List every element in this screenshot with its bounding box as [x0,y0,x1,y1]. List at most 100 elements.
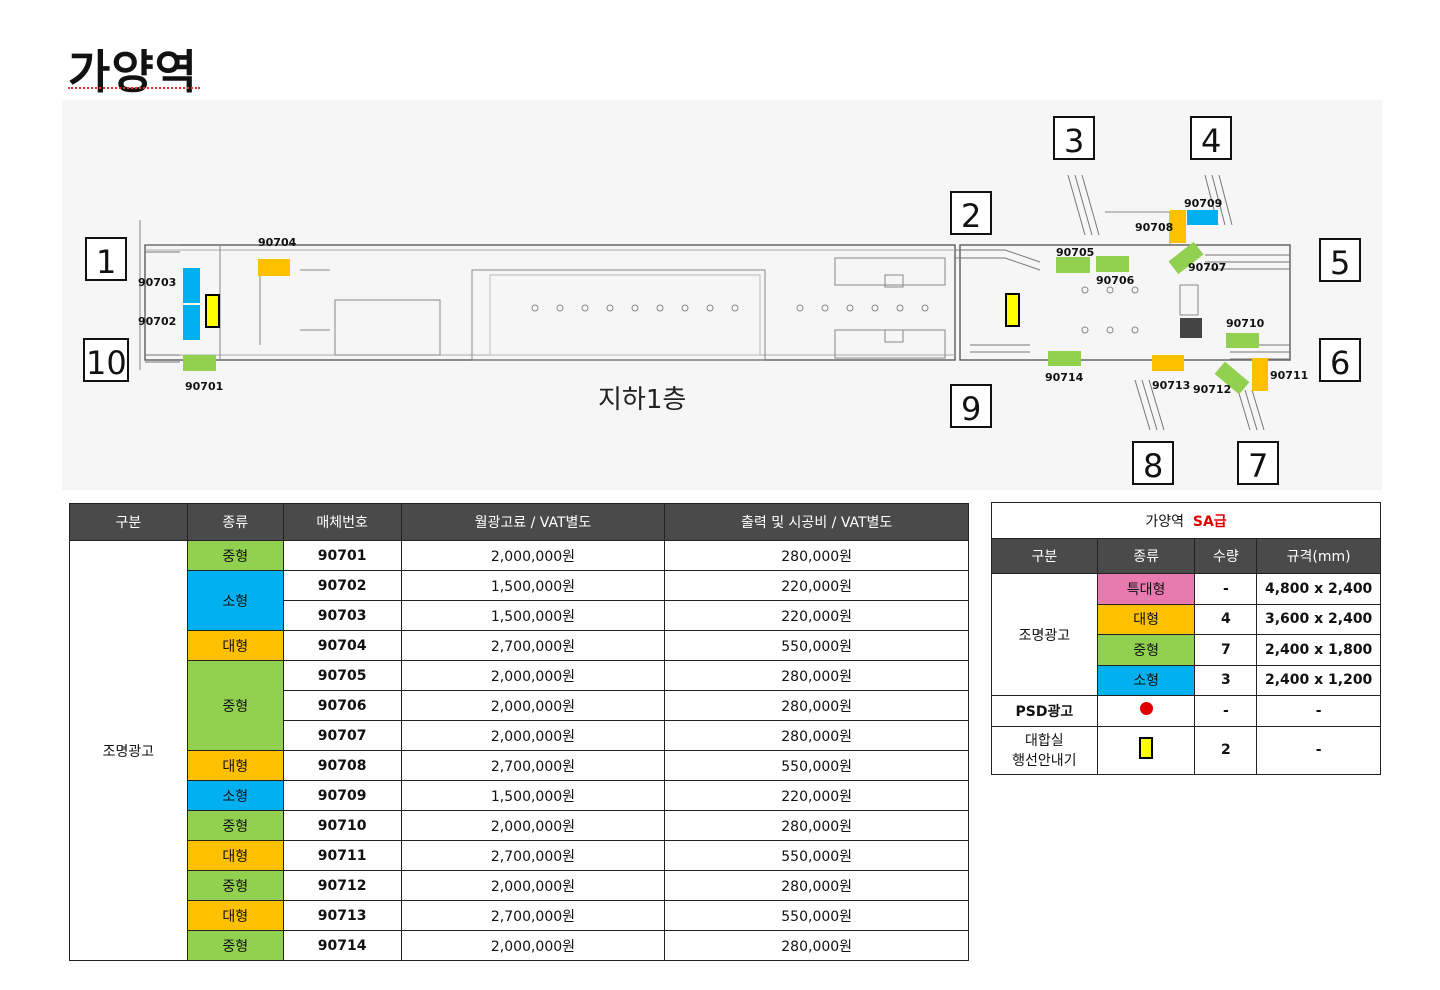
cost-cell: 280,000원 [664,540,969,571]
exit-2: 2 [961,197,981,235]
ad-90705-mark [1056,257,1090,273]
exit-10: 10 [86,344,127,382]
id-cell: 90701 [282,540,402,571]
table-row: 중형 90705 2,000,000원 280,000원 [70,660,969,751]
fee-cell: 2,700,000원 [400,900,666,931]
label-90714: 90714 [1045,371,1084,384]
type-cell: 대형 [186,630,284,661]
summary-type-xl: 특대형 [1096,573,1196,605]
ad-90710-mark [1226,333,1259,348]
summary-header-category: 구분 [991,538,1098,574]
summary-type-small: 소형 [1096,664,1196,696]
exit-5: 5 [1330,244,1350,282]
table-row: 대합실 행선안내기 2 - [991,725,1381,775]
exit-8: 8 [1143,447,1163,485]
summary-table: 가양역 SA급 구분 종류 수량 규격(mm) 조명광고 특대형 - 4,800… [991,502,1381,775]
map-pillars [531,286,1139,334]
id-cell: 90708 [282,750,402,781]
id-cell: 90706 [282,690,402,721]
table-row: 중형 90710 2,000,000원 280,000원 [70,810,969,841]
id-cell: 90711 [282,840,402,871]
ad-90701-mark [183,355,216,371]
header-type: 종류 [186,503,284,541]
exit-markers: 1 2 3 4 5 6 7 8 9 10 [83,116,1361,485]
label-90708: 90708 [1135,221,1173,234]
ad-90714-mark [1048,351,1081,366]
id-cell: 90704 [282,630,402,661]
label-90710: 90710 [1226,317,1265,330]
id-cell: 90702 [282,570,402,601]
id-cell: 90710 [282,810,402,841]
summary-qty: 4 [1194,603,1258,635]
table-row: 소형 90702 1,500,000원 220,000원 [70,570,969,631]
floor-label: 지하1층 [598,385,686,415]
summary-size: - [1256,695,1381,727]
type-cell: 소형 [186,780,284,811]
label-90711: 90711 [1270,369,1308,382]
summary-size: 4,800 x 2,400 [1256,573,1381,605]
summary-header-size: 규격(mm) [1256,538,1381,574]
type-cell: 중형 [186,870,284,901]
exit-3: 3 [1064,122,1084,160]
station-grade: SA급 [1192,513,1227,530]
exit-4: 4 [1201,122,1221,160]
summary-lit-category: 조명광고 [991,573,1098,696]
exit-1: 1 [96,243,116,281]
type-cell: 중형 [186,540,284,571]
guide-label-line1: 대합실 [1025,733,1064,749]
summary-size: 2,400 x 1,200 [1256,664,1381,696]
cost-cell: 280,000원 [664,660,969,691]
header-category: 구분 [69,503,188,541]
ad-90706-mark [1096,256,1129,272]
fee-cell: 2,000,000원 [400,540,666,571]
label-90705: 90705 [1056,246,1094,259]
ad-90713-mark [1152,355,1184,371]
type-cell: 대형 [186,840,284,871]
ad-90711-mark [1252,358,1268,391]
guide-label-line2: 행선안내기 [1012,753,1077,769]
summary-header-qty: 수량 [1194,538,1258,574]
ad-90707-mark [1168,241,1204,275]
id-cell: 90713 [282,900,402,931]
fee-cell: 1,500,000원 [400,570,666,601]
ad-placements [183,210,1268,395]
table-row: 소형 90709 1,500,000원 220,000원 [70,780,969,811]
id-cell: 90714 [282,930,402,961]
fee-cell: 2,700,000원 [400,750,666,781]
table-row: 대형 4 3,600 x 2,400 [992,603,1381,635]
cost-cell: 550,000원 [664,750,969,781]
cost-cell: 220,000원 [664,570,969,601]
fee-cell: 1,500,000원 [400,780,666,811]
ad-90708-mark [1170,210,1186,243]
header-fee: 월광고료 / VAT별도 [400,503,666,541]
label-90701: 90701 [185,380,223,393]
table-row: 대형 90713 2,700,000원 550,000원 [70,900,969,931]
label-90709: 90709 [1184,197,1222,210]
table-row: 중형 90714 2,000,000원 280,000원 [70,930,969,961]
ad-90702-mark [183,305,200,340]
table-row: 90707 2,000,000원 280,000원 [70,720,969,751]
table-row: 조명광고 특대형 - 4,800 x 2,400 [991,573,1381,696]
ad-90709-mark [1187,210,1218,225]
cost-cell: 220,000원 [664,780,969,811]
ad-90703-mark [183,268,200,303]
table-row: 중형 7 2,400 x 1,800 [992,634,1381,666]
summary-guide-symbol [1096,725,1196,775]
label-90706: 90706 [1096,274,1135,287]
fee-cell: 2,000,000원 [400,930,666,961]
table-row: PSD광고 - - [991,695,1381,727]
summary-qty: 2 [1194,725,1258,775]
cost-cell: 550,000원 [664,630,969,661]
fee-cell: 2,000,000원 [400,870,666,901]
summary-psd-symbol [1096,695,1196,727]
guide-board-east [1005,293,1020,327]
label-90704: 90704 [258,236,297,249]
id-cell: 90703 [282,600,402,631]
cost-cell: 550,000원 [664,840,969,871]
type-cell: 소형 [186,570,284,631]
id-cell: 90709 [282,780,402,811]
category-cell: 조명광고 [69,540,188,961]
exit-9: 9 [961,390,981,428]
table-row: 대형 90708 2,700,000원 550,000원 [70,750,969,781]
fee-cell: 2,700,000원 [400,840,666,871]
